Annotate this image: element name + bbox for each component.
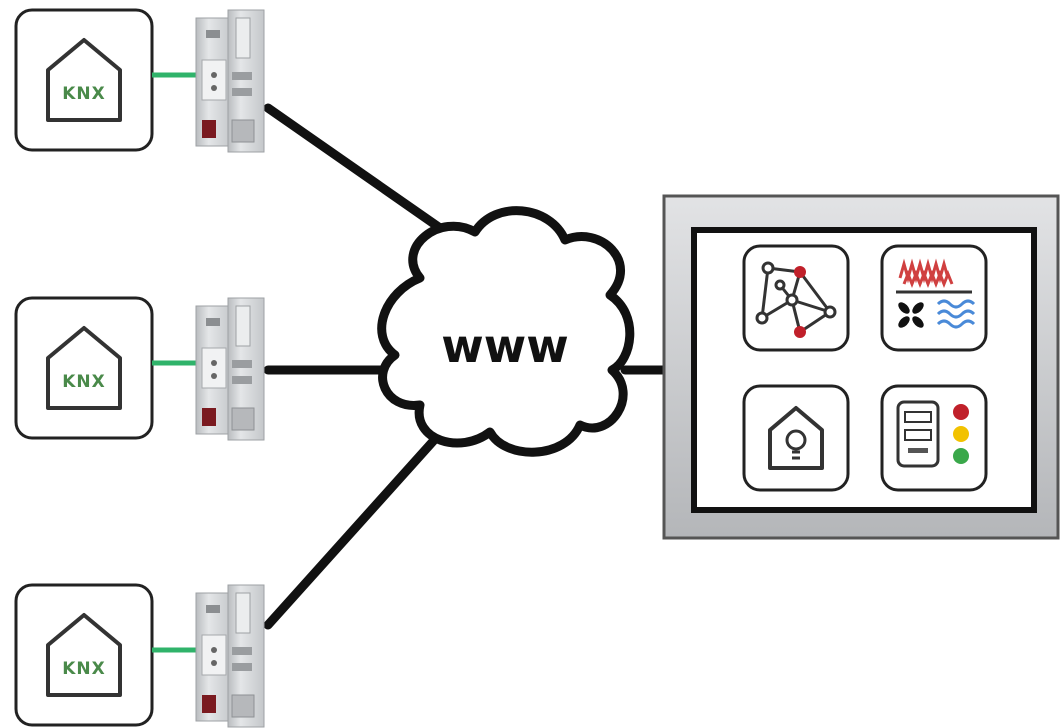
network-graph-icon (755, 261, 837, 334)
knx-site-3: KNX (14, 583, 265, 728)
heating-ventilation-icon (896, 258, 976, 329)
server-panel (662, 194, 1060, 540)
cloud-label: www (441, 319, 569, 373)
knx-home-box (14, 296, 154, 440)
house-icon (46, 613, 122, 697)
knx-site-2: KNX (14, 296, 265, 441)
app-tile-hvac (880, 244, 988, 352)
house-icon (46, 38, 122, 122)
link-site-3 (263, 423, 450, 630)
cloud-icon (377, 206, 635, 457)
status-traffic-light-icon (896, 400, 969, 468)
knx-home-box (14, 583, 154, 727)
ip-gateway-device (195, 297, 265, 441)
app-tile-smart-home (742, 384, 850, 492)
smart-home-bulb-icon (768, 406, 824, 470)
ip-gateway-device (195, 584, 265, 728)
knx-logo-text: KNX (62, 372, 106, 392)
link-site-1 (263, 103, 445, 233)
house-icon (46, 326, 122, 410)
knx-logo-text: KNX (62, 84, 106, 104)
internet-cloud: www (377, 206, 635, 457)
connection-lines (263, 103, 670, 630)
knx-logo-text: KNX (62, 659, 106, 679)
app-tile-status (880, 384, 988, 492)
app-tile-network (742, 244, 850, 352)
ip-gateway-device (195, 9, 265, 153)
knx-site-1: KNX (14, 8, 265, 153)
knx-home-box (14, 8, 154, 152)
